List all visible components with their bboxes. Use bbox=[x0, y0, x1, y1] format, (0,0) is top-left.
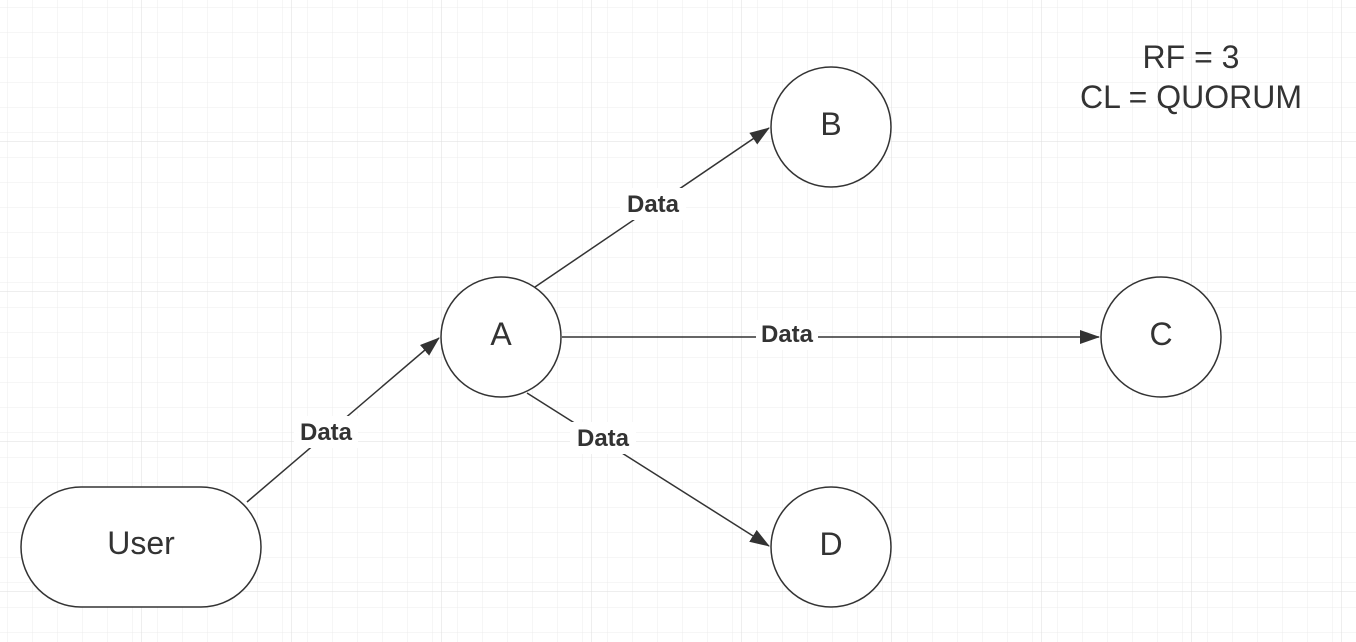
edge-label-background bbox=[756, 320, 818, 350]
config-note: RF = 3 CL = QUORUM bbox=[1080, 39, 1302, 115]
edge-label-a-d: Data bbox=[577, 425, 630, 452]
node-user[interactable]: User bbox=[20, 486, 262, 608]
edge-line[interactable] bbox=[526, 392, 770, 547]
node-d-shape[interactable] bbox=[770, 486, 892, 608]
node-b-label: B bbox=[820, 106, 841, 142]
node-c[interactable]: C bbox=[1100, 276, 1222, 398]
note-replication-factor: RF = 3 bbox=[1143, 39, 1240, 75]
edge-label-background bbox=[570, 422, 636, 454]
node-c-label: C bbox=[1149, 316, 1172, 352]
edge-label-background bbox=[620, 188, 686, 220]
node-c-shape[interactable] bbox=[1100, 276, 1222, 398]
node-user-shape[interactable] bbox=[20, 486, 262, 608]
node-b-shape[interactable] bbox=[770, 66, 892, 188]
note-consistency-level: CL = QUORUM bbox=[1080, 79, 1302, 115]
edge-label-a-c: Data bbox=[761, 321, 814, 348]
edge-a-to-d[interactable]: Data bbox=[526, 392, 770, 547]
node-user-label: User bbox=[107, 525, 175, 561]
node-a[interactable]: A bbox=[440, 276, 562, 398]
edge-user-to-a[interactable]: Data bbox=[246, 337, 440, 503]
node-d-label: D bbox=[819, 526, 842, 562]
node-d[interactable]: D bbox=[770, 486, 892, 608]
node-b[interactable]: B bbox=[770, 66, 892, 188]
node-a-label: A bbox=[490, 316, 512, 352]
edge-label-background bbox=[294, 416, 358, 448]
node-a-shape[interactable] bbox=[440, 276, 562, 398]
edge-label-a-b: Data bbox=[627, 191, 680, 218]
edge-a-to-b[interactable]: Data bbox=[534, 127, 770, 288]
edge-a-to-c[interactable]: Data bbox=[562, 320, 1100, 350]
edge-label-user-a: Data bbox=[300, 419, 353, 446]
